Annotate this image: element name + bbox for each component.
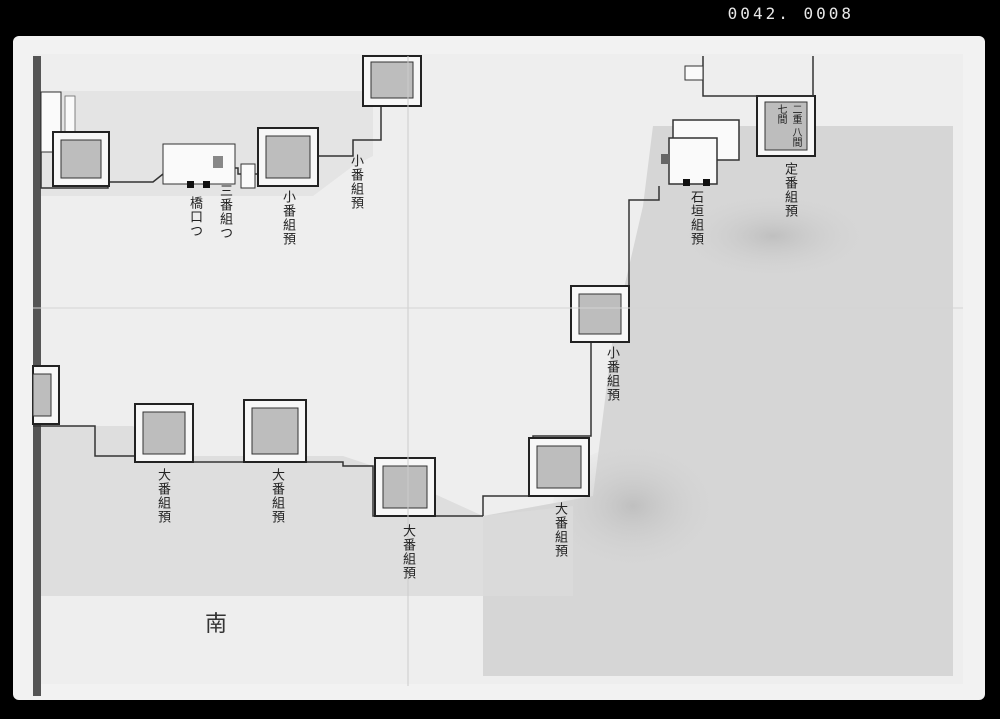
tower-right-lower [528,437,590,497]
label-misc-b: 石垣組預 [688,190,703,246]
tower-lower-left-edge [32,365,60,425]
tower-lower-3 [374,457,436,517]
tower-lower-1 [134,403,194,463]
tower-right-top-text: 二重 八間 七間 [775,104,801,148]
label-guard-a: 大番組預 [155,468,170,524]
label-gate-a: 橋口つ [187,196,202,238]
tower-upper-left-2 [257,127,319,187]
label-small-a: 小番組預 [280,190,295,246]
tower-upper-left-3 [362,55,422,107]
south-marker: 南 [205,612,228,637]
tower-upper-right [756,95,816,157]
label-small-c: 小番組預 [604,346,619,402]
castle-wall-map [32,54,963,696]
photo-print: 橋口つ 三番組つ 小番組預 小番組預 定番組預 石垣組預 小番組預 大番組預 大… [13,36,985,700]
label-gate-b: 三番組つ [217,184,232,240]
tower-right-middle [570,285,630,343]
tower-upper-left-1 [52,131,110,187]
label-misc-a: 定番組預 [782,162,797,218]
label-guard-c: 大番組預 [400,524,415,580]
label-guard-d: 大番組預 [552,502,567,558]
tower-lower-2 [243,399,307,463]
label-guard-b: 大番組預 [269,468,284,524]
film-frame-number: 0042. 0008 [727,4,854,23]
label-small-b: 小番組預 [348,154,363,210]
